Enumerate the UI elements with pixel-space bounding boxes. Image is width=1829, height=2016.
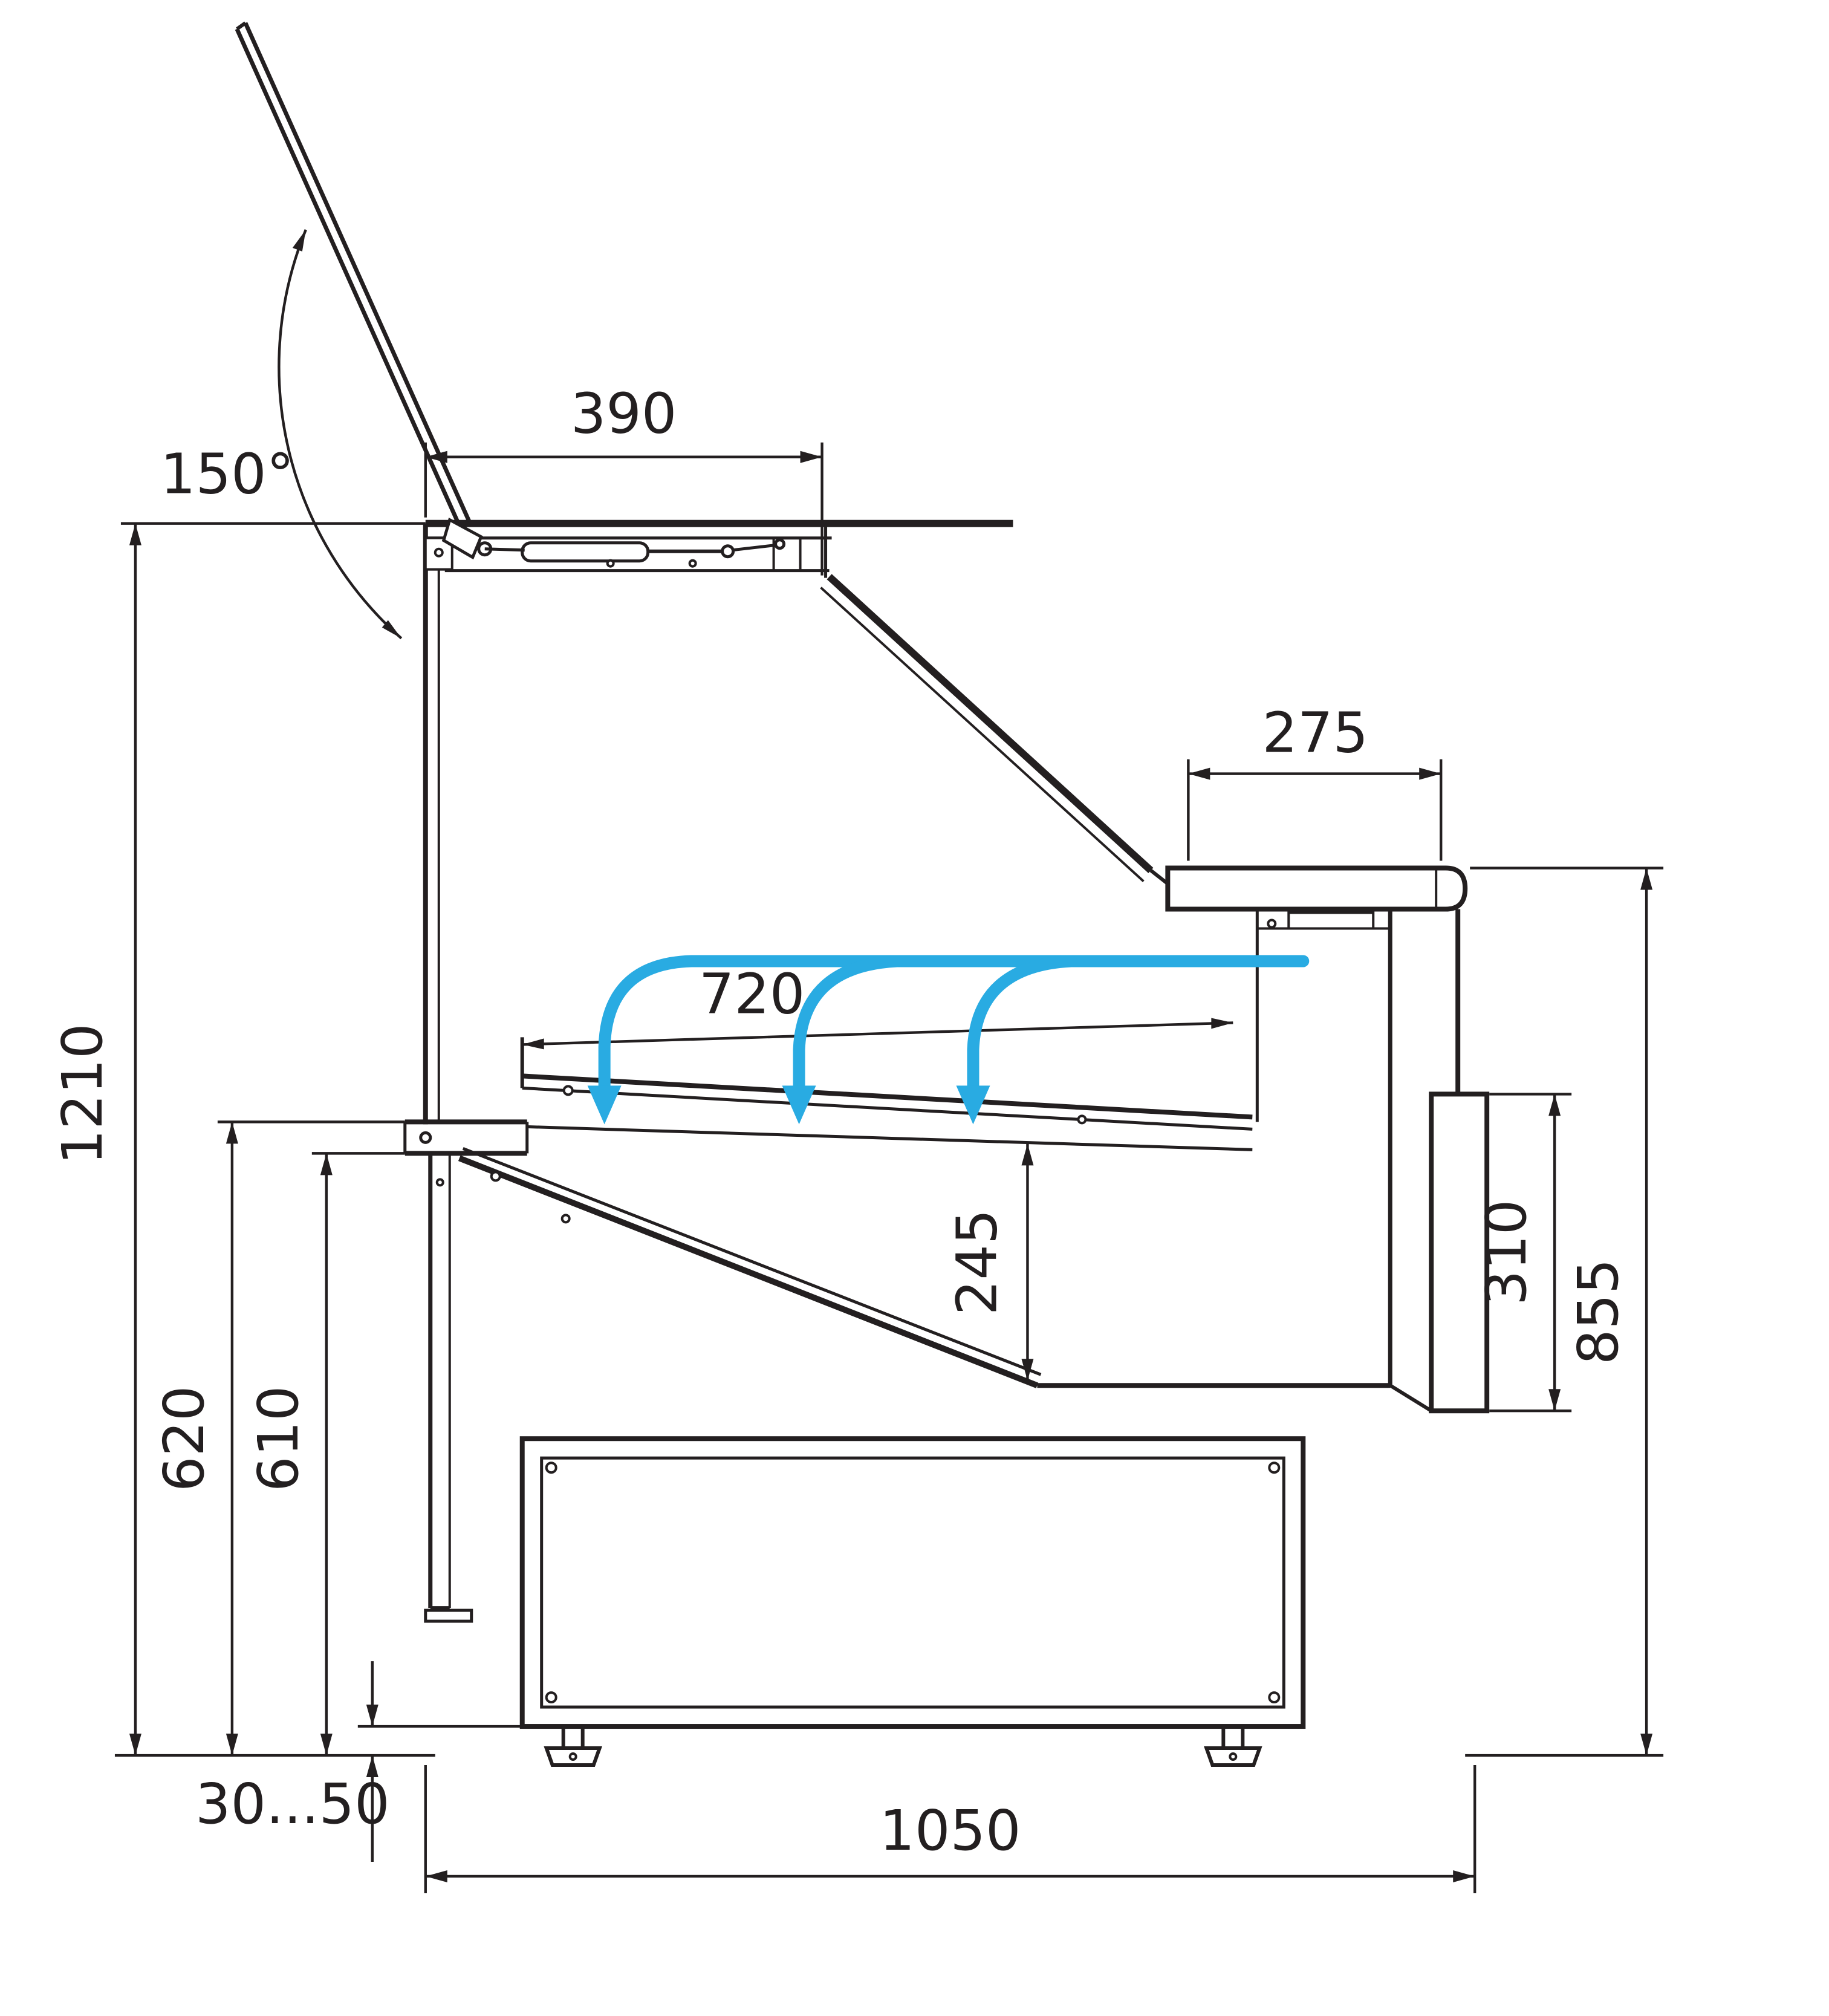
airflow-arrows bbox=[587, 955, 1310, 1125]
screw-icon bbox=[568, 1752, 577, 1761]
base-outer bbox=[519, 1436, 1306, 1729]
deck-underlayer bbox=[522, 1086, 1253, 1131]
dim-label-well-height: 245 bbox=[944, 1209, 1009, 1316]
front-strip-foot bbox=[424, 1608, 473, 1623]
screw-icon bbox=[688, 559, 697, 568]
front-body bbox=[403, 1119, 1042, 1623]
dim-label-base-depth: 1050 bbox=[879, 1798, 1021, 1863]
screw-icon bbox=[1267, 919, 1277, 929]
screw-icon bbox=[1268, 1691, 1281, 1704]
rear-unit-detail bbox=[1287, 911, 1375, 930]
rear-sloped-glass bbox=[827, 574, 1154, 873]
dim-label-angle: 150° bbox=[160, 442, 294, 507]
opening-angle-indicator: 150° bbox=[160, 229, 403, 640]
screw-icon bbox=[545, 1462, 557, 1474]
rear-unit bbox=[1037, 909, 1490, 1414]
screw-icon bbox=[1268, 1462, 1281, 1474]
foot-stem-left bbox=[561, 1726, 585, 1749]
airflow-stream-1 bbox=[598, 955, 1310, 1097]
dimension-1210: 1210 bbox=[50, 522, 426, 1756]
strut-rod-end bbox=[721, 544, 735, 559]
dimension-610: 610 bbox=[246, 1152, 405, 1756]
lid-hinge-link bbox=[484, 547, 525, 552]
deck-surface bbox=[522, 1073, 1253, 1120]
dim-label-rear-opening-height: 310 bbox=[1474, 1200, 1539, 1306]
screw-icon bbox=[1077, 1114, 1087, 1125]
airflow-arrowhead-icon bbox=[782, 1085, 816, 1125]
rear-sloped-glass-inner bbox=[820, 587, 1145, 882]
screw-icon bbox=[545, 1691, 557, 1704]
lid-hinge-block bbox=[441, 518, 483, 560]
airflow-stream-2 bbox=[793, 955, 903, 1097]
screw-icon bbox=[560, 1214, 571, 1224]
rear-counter-top bbox=[1165, 865, 1468, 912]
lid-glass-upper bbox=[243, 22, 471, 522]
strut-pivot bbox=[774, 538, 786, 550]
lower-front-panel-inner bbox=[462, 1147, 1042, 1376]
dimensions: 390 275 720 1210 620 bbox=[50, 382, 1664, 1893]
airflow-stream-3 bbox=[967, 955, 1077, 1097]
open-lid bbox=[235, 21, 525, 560]
dim-label-feet-adjustment: 30...50 bbox=[195, 1772, 390, 1836]
dim-label-front-height-outer: 620 bbox=[152, 1385, 216, 1492]
screw-icon bbox=[562, 1085, 574, 1096]
dim-label-deck-depth: 720 bbox=[699, 961, 805, 1026]
strut-cylinder bbox=[521, 541, 650, 563]
dimension-245: 245 bbox=[944, 1143, 1034, 1381]
display-deck bbox=[520, 1037, 1253, 1151]
sill-ends bbox=[403, 1122, 529, 1154]
lower-front-panel bbox=[458, 1155, 1039, 1388]
dimension-feet-range: 30...50 bbox=[195, 1661, 522, 1862]
dimension-855: 855 bbox=[1470, 867, 1664, 1756]
screw-icon bbox=[606, 559, 615, 568]
gas-strut-mechanism bbox=[424, 536, 802, 571]
dimension-1050: 1050 bbox=[424, 1765, 1477, 1893]
dim-label-front-height-inner: 610 bbox=[246, 1385, 311, 1492]
screw-icon bbox=[435, 1178, 444, 1187]
dimension-620: 620 bbox=[152, 1120, 405, 1756]
base-inner bbox=[540, 1456, 1285, 1709]
airflow-arrowhead-icon bbox=[956, 1085, 990, 1125]
lid-end-cap bbox=[236, 21, 247, 31]
angle-arc bbox=[278, 229, 403, 640]
deck-support bbox=[527, 1125, 1253, 1151]
strut-link bbox=[732, 544, 775, 552]
lid-lower-hinge bbox=[419, 1131, 432, 1144]
dim-label-rear-height: 855 bbox=[1566, 1259, 1631, 1365]
dimension-310: 310 bbox=[1474, 1093, 1572, 1413]
lid-glass-lower bbox=[235, 28, 463, 530]
hinge-screw-icon bbox=[434, 547, 444, 558]
dimension-275: 275 bbox=[1187, 701, 1443, 861]
dim-label-overall-height: 1210 bbox=[50, 1023, 115, 1165]
airflow-arrowhead-icon bbox=[587, 1085, 622, 1125]
dimension-390: 390 bbox=[424, 382, 824, 576]
arc-arrowhead-bottom bbox=[382, 620, 401, 639]
foot-stem-right bbox=[1221, 1726, 1245, 1749]
screw-icon bbox=[1229, 1752, 1238, 1761]
strut-bracket bbox=[772, 538, 802, 570]
base-unit bbox=[519, 1436, 1306, 1729]
dimension-720: 720 bbox=[522, 961, 1233, 1050]
arc-arrowhead-top bbox=[292, 229, 306, 252]
rear-access-panel bbox=[1429, 1091, 1490, 1414]
panel-connector bbox=[1389, 1384, 1432, 1413]
case-outline bbox=[403, 519, 1490, 1767]
leveling-feet bbox=[544, 1726, 1262, 1767]
dim-label-lid-depth: 390 bbox=[571, 382, 677, 446]
screw-icon bbox=[490, 1171, 501, 1182]
dim-label-rear-top-depth: 275 bbox=[1262, 701, 1369, 766]
glass-foot bbox=[1149, 869, 1169, 885]
